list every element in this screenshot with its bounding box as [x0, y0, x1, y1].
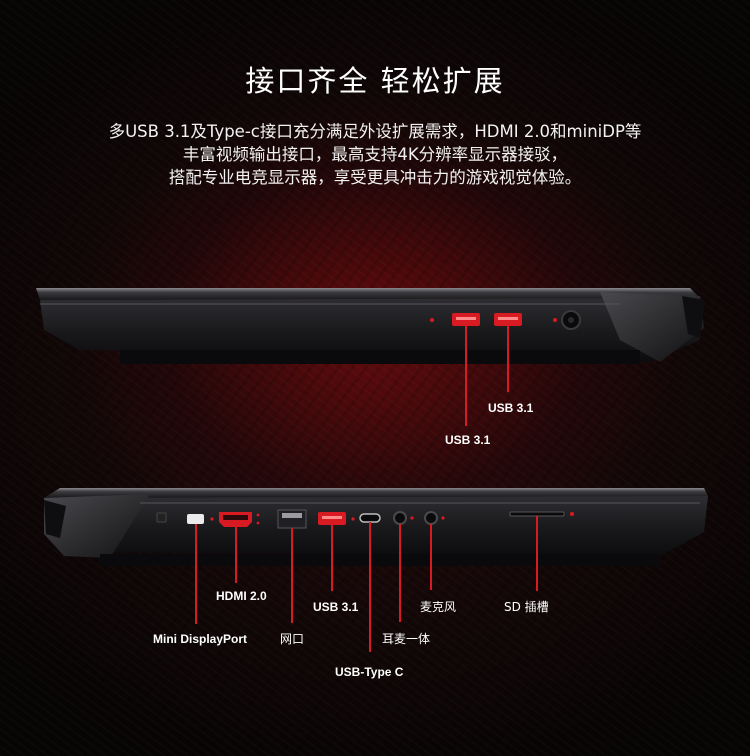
description-line: 多USB 3.1及Type-c接口充分满足外设扩展需求，HDMI 2.0和min… — [108, 122, 642, 141]
mini-displayport-icon — [187, 514, 204, 524]
description-line: 搭配专业电竞显示器，享受更具冲击力的游戏视觉体验。 — [168, 168, 582, 187]
usb-port-label: USB 3.1 — [488, 401, 534, 415]
leader-line — [369, 522, 371, 652]
left-side-chassis — [44, 488, 708, 566]
status-light-icon — [256, 521, 260, 525]
right-side-chassis — [36, 288, 705, 364]
status-light-icon — [256, 513, 260, 517]
status-light-icon — [430, 318, 434, 322]
description-line: 丰富视频输出接口，最高支持4K分辨率显示器接驳， — [182, 145, 568, 164]
leader-line — [465, 326, 467, 426]
power-jack-icon — [561, 310, 581, 330]
hdmi-port-icon — [219, 512, 252, 527]
mic-jack-icon — [424, 511, 438, 525]
leader-line — [331, 525, 333, 591]
leader-line — [536, 516, 538, 591]
page-title: 接口齐全 轻松扩展 — [245, 64, 505, 98]
status-light-icon — [570, 512, 574, 516]
usb-port-icon — [318, 512, 346, 525]
leader-line — [399, 524, 401, 622]
lock-slot-icon — [156, 512, 167, 523]
leader-line — [507, 326, 509, 392]
usb-port-icon — [494, 313, 522, 326]
sd-slot-label: SD 插槽 — [504, 600, 549, 614]
status-light-icon — [441, 516, 445, 520]
usb-port-icon — [452, 313, 480, 326]
leader-line — [235, 527, 237, 583]
headset-label: 耳麦一体 — [382, 632, 431, 646]
usb-port-label: USB 3.1 — [313, 600, 359, 614]
leader-line — [430, 524, 432, 590]
usb-type-c-label: USB-Type C — [335, 665, 404, 679]
status-light-icon — [351, 517, 355, 521]
leader-line — [195, 524, 197, 624]
mini-displayport-label: Mini DisplayPort — [153, 632, 248, 646]
leader-line — [291, 528, 293, 623]
ethernet-port-icon — [277, 509, 307, 529]
mic-label: 麦克风 — [420, 600, 457, 614]
usb-type-c-port-icon — [359, 513, 381, 523]
hdmi-label: HDMI 2.0 — [216, 589, 267, 603]
usb-port-label: USB 3.1 — [445, 433, 491, 447]
ethernet-label: 网口 — [280, 632, 305, 646]
status-light-icon — [210, 517, 214, 521]
headset-jack-icon — [393, 511, 407, 525]
status-light-icon — [553, 318, 557, 322]
status-light-icon — [410, 516, 414, 520]
feature-description: 多USB 3.1及Type-c接口充分满足外设扩展需求，HDMI 2.0和min… — [60, 120, 690, 189]
